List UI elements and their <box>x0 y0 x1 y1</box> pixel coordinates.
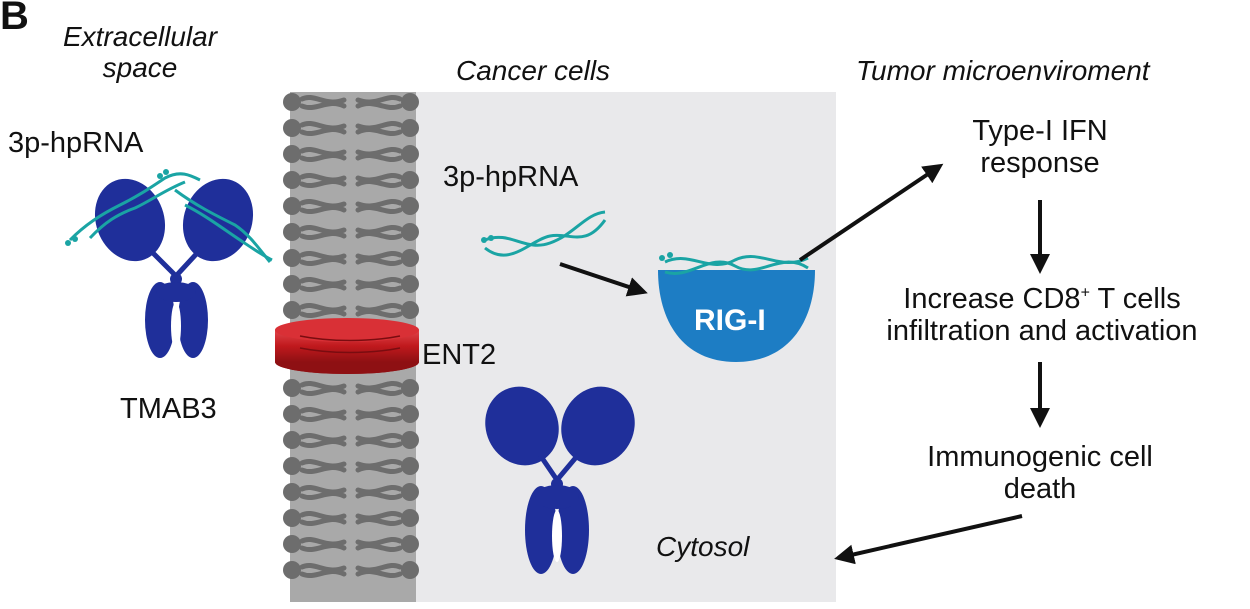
lipid-head <box>401 275 419 293</box>
lipid-tail <box>355 563 403 578</box>
flow-cd8-line2: infiltration and activation <box>886 314 1198 347</box>
lipid-tail <box>355 147 403 162</box>
lipid-tail <box>355 433 403 448</box>
lipid-head <box>401 119 419 137</box>
lipid-head <box>401 535 419 553</box>
lipid-tail <box>299 277 347 292</box>
lipid-head <box>401 561 419 579</box>
lipid-tail <box>355 407 403 422</box>
lipid-head <box>401 145 419 163</box>
lipid-bilayer <box>283 93 419 579</box>
lipid-head <box>283 379 301 397</box>
lipid-head <box>283 301 301 319</box>
tmab3-antibody <box>94 178 254 358</box>
rna-outside <box>65 169 273 263</box>
lipid-tail <box>355 95 403 110</box>
lipid-head <box>401 405 419 423</box>
label-cytosol: Cytosol <box>656 531 750 562</box>
lipid-tail <box>355 225 403 240</box>
lipid-head <box>283 561 301 579</box>
lipid-tail <box>299 563 347 578</box>
lipid-tail <box>355 303 403 318</box>
lipid-tail <box>355 537 403 552</box>
label-3p-hprna-inside: 3p-hpRNA <box>443 161 579 193</box>
lipid-head <box>283 145 301 163</box>
lipid-head <box>401 431 419 449</box>
lipid-head <box>283 509 301 527</box>
lipid-head <box>283 457 301 475</box>
lipid-head <box>283 171 301 189</box>
rig-i-protein <box>658 252 815 362</box>
lipid-tail <box>355 173 403 188</box>
lipid-head <box>283 93 301 111</box>
flow-cd8-t-cells: Increase CD8+ T cells infiltration and a… <box>842 283 1242 348</box>
flow-type-i-ifn: Type-I IFN response <box>972 115 1108 179</box>
lipid-tail <box>355 459 403 474</box>
lipid-head <box>401 457 419 475</box>
arrow-icd-to-cytosol <box>834 514 1023 565</box>
arrow-rigi-to-ifn <box>798 163 944 262</box>
lipid-tail <box>299 173 347 188</box>
lipid-head <box>401 93 419 111</box>
lipid-head <box>283 405 301 423</box>
lipid-tail <box>299 95 347 110</box>
lipid-head <box>401 223 419 241</box>
label-tmab3: TMAB3 <box>120 393 217 425</box>
heading-cancer-cells: Cancer cells <box>456 55 611 86</box>
lipid-tail <box>355 121 403 136</box>
lipid-head <box>283 535 301 553</box>
lipid-head <box>283 275 301 293</box>
lipid-head <box>283 119 301 137</box>
lipid-tail <box>355 381 403 396</box>
rna-inside <box>481 210 607 257</box>
flow-immunogenic-cell-death: Immunogenic cell death <box>927 441 1153 505</box>
heading-tumor-microenvironment: Tumor microenviroment <box>856 55 1150 86</box>
panel-label: B <box>0 0 29 38</box>
ent2-transporter <box>275 318 419 374</box>
lipid-tail <box>355 251 403 266</box>
lipid-head <box>283 483 301 501</box>
lipid-head <box>401 379 419 397</box>
label-rig-i: RIG-I <box>694 304 766 337</box>
lipid-tail <box>355 511 403 526</box>
lipid-head <box>283 249 301 267</box>
lipid-head <box>401 171 419 189</box>
intracellular-antibody <box>485 386 635 574</box>
lipid-head <box>401 197 419 215</box>
lipid-head <box>401 509 419 527</box>
lipid-head <box>401 483 419 501</box>
lipid-tail <box>299 485 347 500</box>
lipid-head <box>283 197 301 215</box>
label-3p-hprna-outside: 3p-hpRNA <box>8 127 144 159</box>
lipid-tail <box>299 303 347 318</box>
lipid-tail <box>299 537 347 552</box>
lipid-head <box>283 223 301 241</box>
heading-extracellular-space: Extracellular space <box>62 21 218 83</box>
lipid-tail <box>355 277 403 292</box>
lipid-tail <box>299 225 347 240</box>
lipid-head <box>401 301 419 319</box>
lipid-tail <box>355 485 403 500</box>
lipid-head <box>401 249 419 267</box>
lipid-tail <box>355 199 403 214</box>
lipid-tail <box>299 459 347 474</box>
lipid-tail <box>299 251 347 266</box>
flow-cd8-line1: Increase CD8+ T cells <box>903 283 1181 315</box>
lipid-tail <box>299 407 347 422</box>
lipid-tail <box>299 199 347 214</box>
label-ent2: ENT2 <box>422 339 497 371</box>
arrow-rna-to-rigi <box>559 262 648 297</box>
lipid-tail <box>299 147 347 162</box>
lipid-head <box>283 431 301 449</box>
lipid-tail <box>299 433 347 448</box>
lipid-tail <box>299 381 347 396</box>
lipid-tail <box>299 121 347 136</box>
lipid-tail <box>299 511 347 526</box>
